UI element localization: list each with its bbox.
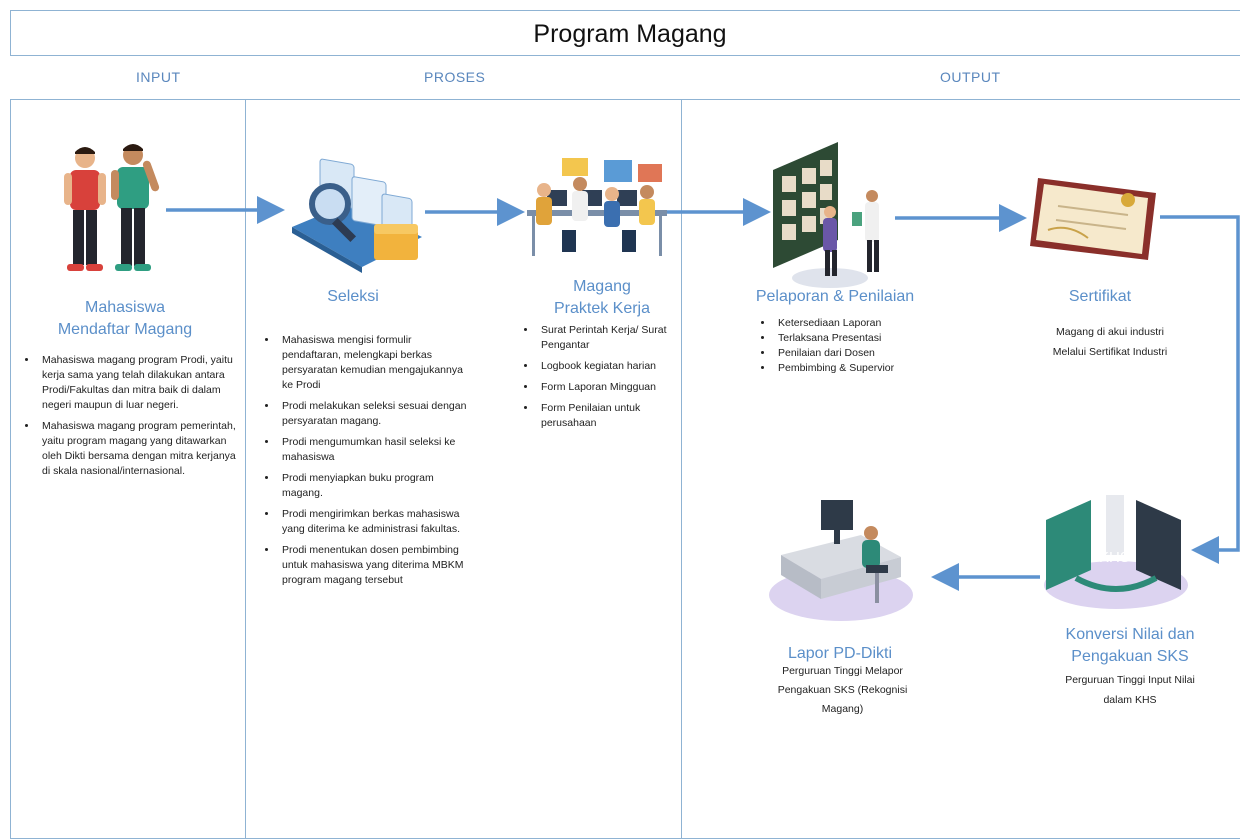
step-title-sertifikat: Sertifikat [1068,288,1132,305]
step-title-seleksi: Seleksi [327,288,379,305]
list-item: Surat Perintah Kerja/ Surat Pengantar [537,323,697,353]
list-item: Prodi melakukan seleksi sesuai dengan pe… [278,399,473,429]
list-item: Ketersediaan Laporan [774,317,944,330]
list-item: Mahasiswa mengisi formulir pendaftaran, … [278,333,473,393]
description-line: dalam KHS [1103,694,1157,706]
step-title-mahasiswa: Mahasiswa Mendaftar Magang [20,297,230,341]
khs-conversion-illustration: KHS [1044,495,1188,609]
certificate-illustration [1030,178,1156,260]
step-title-line: Mahasiswa [84,299,166,316]
list-item: Logbook kegiatan harian [537,359,697,374]
column-header-output: OUTPUT [940,69,1001,85]
column-header-input: INPUT [136,69,181,85]
step-title-line: Praktek Kerja [553,300,651,317]
list-item: Prodi mengirimkan berkas mahasiswa yang … [278,507,473,537]
description-line: Perguruan Tinggi Melapor [782,665,903,677]
list-item: Prodi menyiapkan buku program magang. [278,471,473,501]
students-illustration [64,144,160,271]
presentation-illustration [773,142,879,288]
step-title-line: Mendaftar Magang [57,321,193,338]
step-title-konversi: Konversi Nilai dan Pengakuan SKS [1030,624,1230,668]
list-item: Mahasiswa magang program pemerintah, yai… [38,419,243,479]
reporting-desk-illustration [769,500,913,621]
step-title-line: Pengakuan SKS [1071,648,1189,665]
list-item: Penilaian dari Dosen [774,347,944,360]
list-magang: Surat Perintah Kerja/ Surat Pengantar Lo… [515,323,697,437]
list-item: Prodi mengumumkan hasil seleksi ke mahas… [278,435,473,465]
lapor-description: Perguruan Tinggi Melapor Pengakuan SKS (… [760,662,925,719]
column-header-proses: PROSES [424,69,486,85]
description-line: Melalui Sertifikat Industri [1052,346,1168,358]
list-item: Prodi menentukan dosen pembimbing untuk … [278,543,473,588]
list-seleksi: Mahasiswa mengisi formulir pendaftaran, … [256,333,473,594]
description-line: Pengakuan SKS (Rekognisi [777,684,908,696]
description-line: Magang di akui industri [1056,326,1164,338]
list-item: Pembimbing & Supervior [774,362,944,375]
step-title-pelaporan: Pelaporan & Penilaian [755,288,915,305]
list-item: Form Laporan Mingguan [537,380,697,395]
description-line: Magang) [821,703,864,715]
workplace-illustration [527,158,667,256]
list-pelaporan: Ketersediaan Laporan Terlaksana Presenta… [752,317,944,377]
step-title-line: Magang [573,278,631,295]
step-title-magang: Magang Praktek Kerja [522,276,682,320]
step-title-line: Konversi Nilai dan [1065,626,1195,643]
step-title-lapor: Lapor PD-Dikti [787,645,893,662]
page-title: Program Magang [533,20,727,48]
title-box [10,10,1240,56]
description-line: Perguruan Tinggi Input Nilai [1065,674,1195,686]
list-item: Form Penilaian untuk perusahaan [537,401,697,431]
list-item: Terlaksana Presentasi [774,332,944,345]
list-item: Mahasiswa magang program Prodi, yaitu ke… [38,353,243,413]
selection-illustration [292,158,422,273]
sertifikat-description: Magang di akui industri Melalui Sertifik… [1030,322,1190,362]
arrow-sertifikat-to-konversi [1160,215,1240,564]
list-mahasiswa: Mahasiswa magang program Prodi, yaitu ke… [16,353,243,485]
khs-badge: KHS [1099,549,1130,566]
konversi-description: Perguruan Tinggi Input Nilai dalam KHS [1030,670,1230,710]
